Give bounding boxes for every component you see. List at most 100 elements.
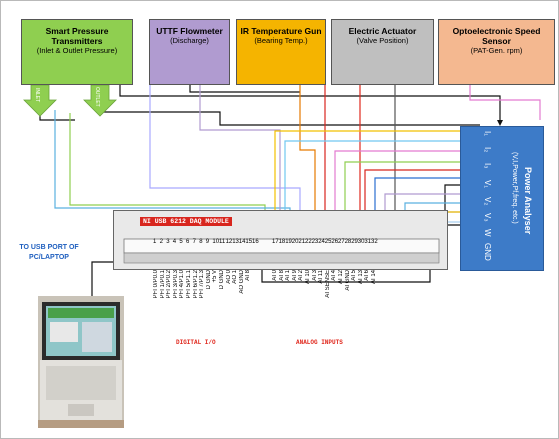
box-subtitle: (PAT-Gen. rpm) [470, 46, 523, 55]
pin-number: 17 [272, 239, 279, 245]
analog-pin-label: AI 3 [311, 270, 318, 281]
wire-pressure [119, 85, 501, 120]
inlet-label: INLET [34, 88, 40, 103]
digital-pin-label: +5 V [212, 270, 219, 283]
electric-actuator-box: Electric Actuator (Valve Position) [331, 19, 434, 85]
digital-pin-label: PFI 5/P1.1 [186, 270, 192, 299]
box-subtitle: (Bearing Temp.) [254, 36, 308, 45]
pin-number: 25 [324, 239, 332, 245]
terminal-label: V₁ [483, 180, 492, 189]
wire-outlet [99, 110, 480, 126]
pin-number: 15 [245, 239, 253, 245]
laptop-image [38, 296, 124, 428]
analog-pin-label: AI 10 [305, 270, 311, 285]
terminal-label: W [483, 229, 492, 237]
digital-io-label: DIGITAL I/O [176, 339, 216, 346]
terminal-label: I₂ [483, 147, 492, 153]
daq-module-label: NI USB 6212 DAQ MODULE [140, 217, 232, 226]
pin-number: 16 [252, 239, 259, 245]
pin-number: 12 [225, 239, 233, 245]
pin-number: 5 [179, 239, 183, 245]
analog-pin-label: AI 12 [338, 270, 344, 285]
box-subtitle: (Discharge) [170, 36, 209, 45]
power-analyser-subtitle: (V,I,Power,Pf,freq. etc.) [511, 152, 518, 224]
pin-number: 18 [278, 239, 286, 245]
pin-number: 23 [311, 239, 319, 245]
digital-pin-label: PFI 4/P1.0 [179, 270, 186, 299]
box-title: IR Temperature Gun [240, 26, 322, 36]
pin-number: 32 [371, 239, 378, 245]
terminal-label: V₂ [483, 197, 492, 206]
box-subtitle: (Valve Position) [356, 36, 409, 45]
pin-number: 21 [298, 239, 306, 245]
digital-pin-label: PFI 1/P0.1 [159, 270, 166, 299]
uttf-flowmeter-box: UTTF Flowmeter (Discharge) [149, 19, 230, 85]
digital-pin-label: AO 1 [232, 270, 239, 284]
pin-number: 29 [351, 239, 358, 245]
pin-number: 3 [166, 239, 170, 245]
ir-temperature-gun-box: IR Temperature Gun (Bearing Temp.) [236, 19, 326, 85]
analog-pin-label: AI 1 [285, 270, 292, 281]
digital-pin-label: PFI 0/P0.0 [153, 270, 159, 299]
pin-number: 11 [219, 239, 226, 245]
power-analyser-title: Power Analyser [523, 167, 533, 235]
digital-pin-label: AO 0 [225, 270, 232, 284]
pin-number: 2 [159, 239, 163, 245]
pin-number: 28 [344, 239, 352, 245]
analog-pin-label: AI GND [344, 270, 351, 291]
digital-pin-label: PFI 2/P0.2 [166, 270, 173, 299]
box-title: Electric Actuator [348, 26, 417, 36]
pin-number: 6 [186, 239, 190, 245]
box-subtitle: (Inlet & Outlet Pressure) [36, 46, 118, 55]
pin-number: 20 [291, 239, 299, 245]
pin-number: 22 [305, 239, 312, 245]
digital-pin-label: PFI 3/P0.3 [172, 270, 179, 299]
analog-pin-label: AI 5 [351, 270, 358, 281]
digital-pin-label: PFI 7/P1.3 [199, 270, 206, 299]
usb-port-text: TO USB PORT OF PC/LAPTOP [19, 244, 79, 261]
box-title: Optoelectronic Speed Sensor [452, 26, 541, 46]
terminal-strip [123, 238, 440, 264]
digital-pin-label: AO GND [238, 270, 245, 294]
analog-pin-label: AI 0 [272, 270, 278, 281]
pin-number: 13 [232, 239, 239, 245]
digital-pin-label: PFI 6/P1.2 [192, 270, 199, 299]
usb-port-label: TO USB PORT OF PC/LAPTOP [16, 243, 82, 263]
pin-number: 31 [364, 239, 372, 245]
outlet-label: OUTLET [94, 87, 100, 107]
analog-pin-label: AI 6 [364, 270, 371, 281]
pin-number: 14 [238, 239, 246, 245]
smart-pressure-transmitters-box: Smart Pressure Transmitters (Inlet & Out… [21, 19, 133, 85]
analog-pin-label: AI SENSE [324, 270, 331, 298]
pin-number: 24 [318, 239, 325, 245]
analog-pin-label: AI 4 [331, 270, 338, 281]
terminal-label: GND [483, 243, 492, 261]
inlet-arrow [23, 84, 57, 117]
box-title: Smart Pressure Transmitters [45, 26, 109, 46]
analog-pin-label: AI 9 [291, 270, 298, 281]
digital-pin-label: AI 8 [245, 270, 252, 281]
power-analyser-box: Power Analyser (V,I,Power,Pf,freq. etc.)… [460, 126, 544, 271]
pin-number: 19 [285, 239, 292, 245]
analog-pin-label: AI 14 [371, 270, 377, 285]
pin-number: 9 [205, 239, 210, 245]
wire-flow [189, 85, 300, 93]
terminal-label: V₃ [483, 213, 492, 222]
optoelectronic-speed-sensor-box: Optoelectronic Speed Sensor (PAT-Gen. rp… [438, 19, 555, 85]
terminal-label: I₃ [483, 163, 492, 169]
analog-pin-label: AI 2 [298, 270, 305, 281]
pin-number: 30 [357, 239, 365, 245]
box-title: UTTF Flowmeter [156, 26, 223, 36]
outlet-arrow [83, 84, 117, 117]
pin-number: 26 [331, 239, 339, 245]
analog-pin-label: AI 11 [318, 270, 325, 284]
analog-inputs-label: ANALOG INPUTS [296, 339, 343, 346]
pin-number: 8 [199, 239, 203, 245]
pin-number: 10 [212, 239, 220, 245]
digital-pin-label: D GND [219, 270, 225, 290]
analog-pin-label: AI 8 [278, 270, 285, 281]
pin-number: 1 [153, 239, 157, 245]
analog-pin-label: AI 13 [357, 270, 364, 285]
wire-bottom [261, 265, 431, 283]
